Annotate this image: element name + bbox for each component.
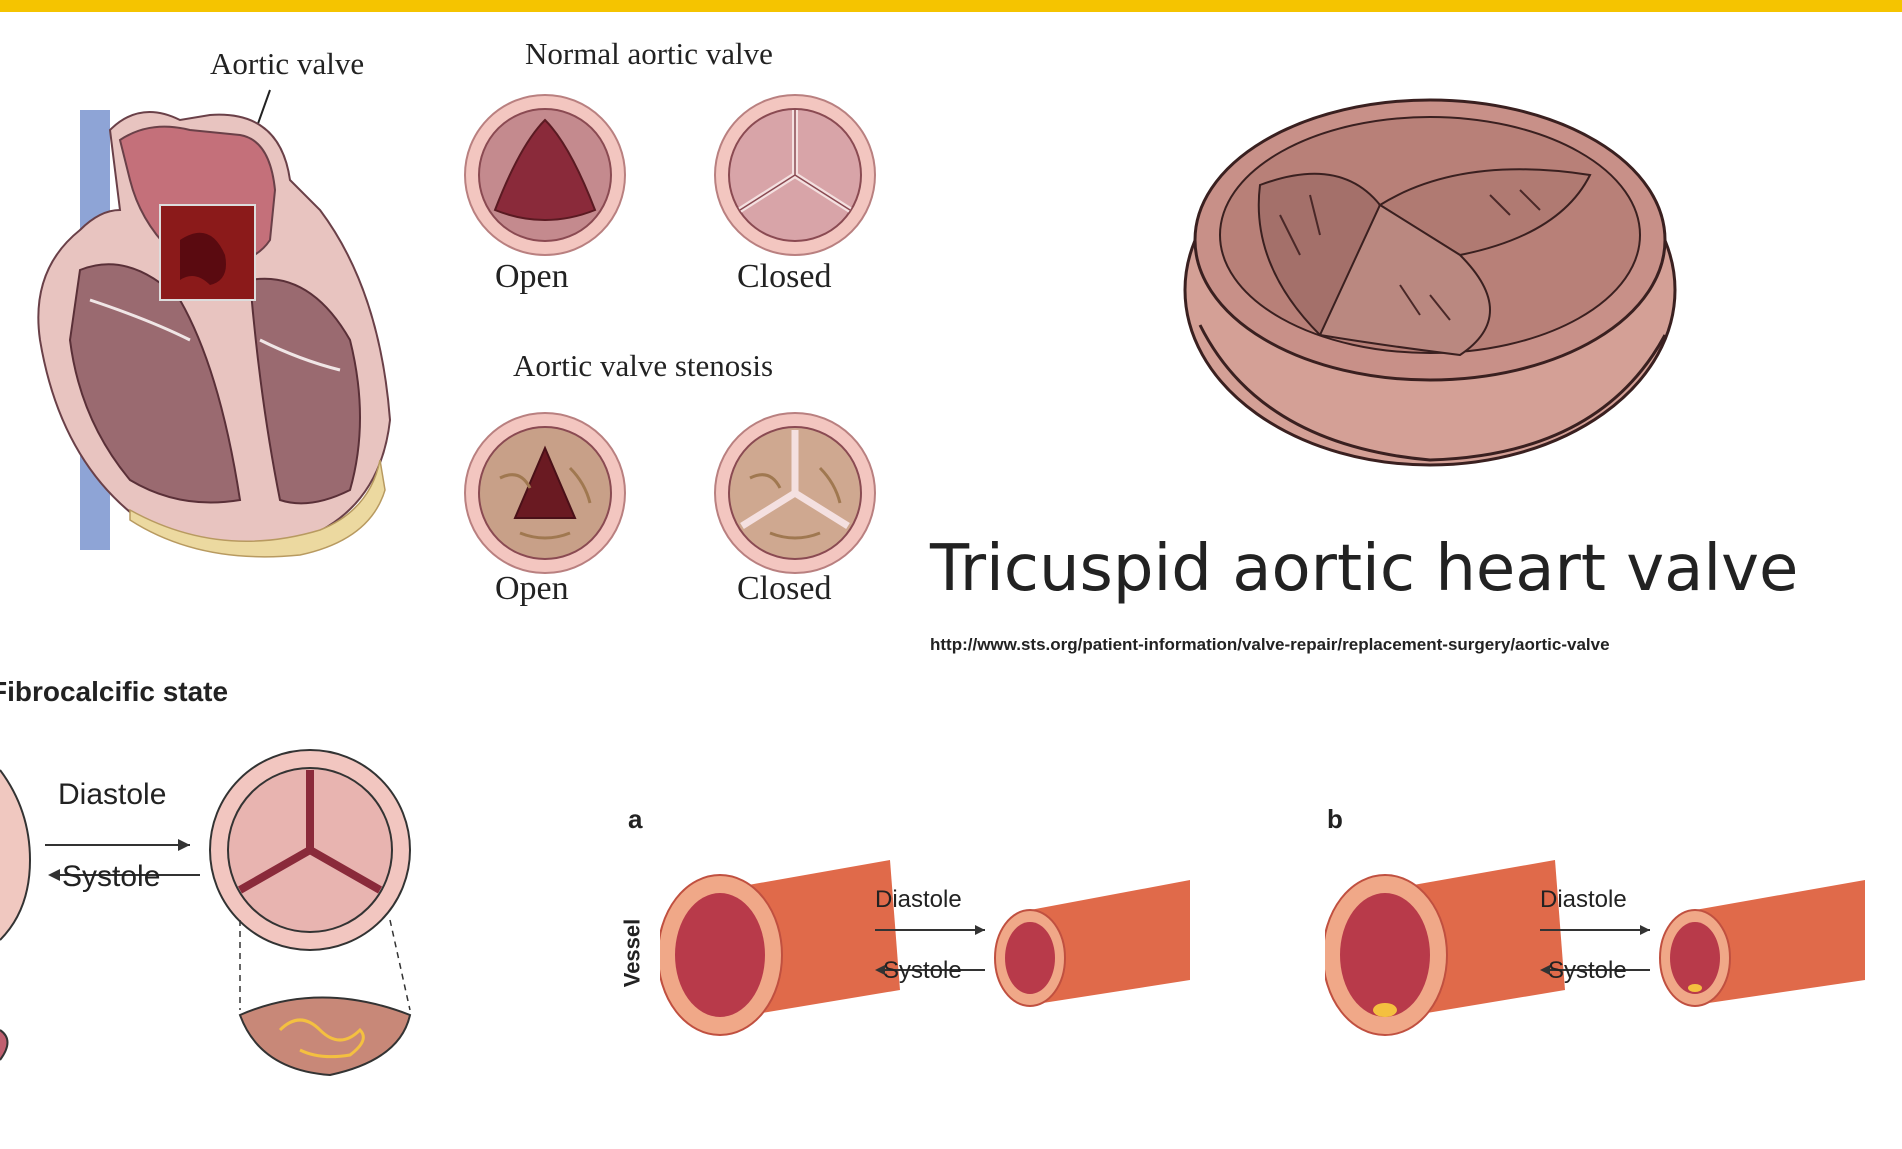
heart-drawing xyxy=(20,40,400,560)
fibrocalcific-systole: Systole xyxy=(62,860,160,894)
aortic-valve-label: Aortic valve xyxy=(210,46,364,82)
vessel-b-diastole: Diastole xyxy=(1540,886,1627,914)
panel-b-letter: b xyxy=(1327,804,1343,835)
normal-open-valve xyxy=(460,90,630,260)
vessel-panel-b: b Diastole Systole xyxy=(1325,800,1885,1050)
vessel-a-systole: Systole xyxy=(883,957,962,985)
tricuspid-valve-illustration xyxy=(1160,65,1700,485)
panel-a-letter: a xyxy=(628,804,642,835)
vessel-b-systole: Systole xyxy=(1548,957,1627,985)
normal-closed-valve xyxy=(710,90,880,260)
fibrocalcific-diastole: Diastole xyxy=(58,778,166,812)
normal-valve-title: Normal aortic valve xyxy=(525,36,773,72)
source-url: http://www.sts.org/patient-information/v… xyxy=(930,635,1902,655)
normal-closed-label: Closed xyxy=(737,258,831,296)
heart-illustration: Aortic valve xyxy=(20,40,400,560)
stenosis-closed-valve xyxy=(710,408,880,578)
stenosis-open-valve xyxy=(460,408,630,578)
fibrocalcific-figure: Fibrocalcific state Diastole Systole xyxy=(0,670,460,1090)
normal-open-label: Open xyxy=(495,258,569,296)
fibrocalcific-title: Fibrocalcific state xyxy=(0,676,228,708)
vessel-label: Vessel xyxy=(619,919,645,988)
vessel-a-diastole: Diastole xyxy=(875,886,962,914)
stenosis-title: Aortic valve stenosis xyxy=(513,348,773,384)
valve-states-figure: Normal aortic valve Open Closed Aortic v… xyxy=(455,30,885,610)
vessel-panel-a: a Vessel Diastole Systole xyxy=(620,800,1200,1050)
stenosis-open-label: Open xyxy=(495,570,569,608)
slide-title: Tricuspid aortic heart valve xyxy=(930,532,1798,606)
accent-bar xyxy=(0,0,1902,12)
stenosis-closed-label: Closed xyxy=(737,570,831,608)
